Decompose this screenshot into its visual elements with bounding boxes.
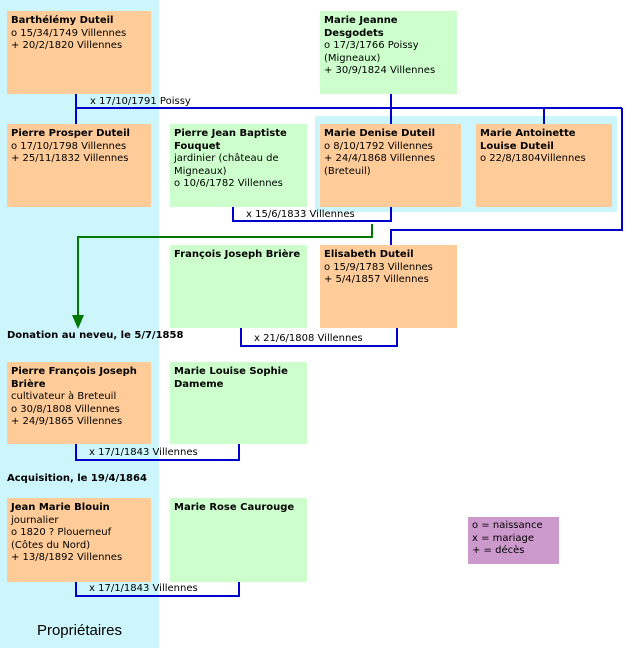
person-pierre-jean-baptiste-fouquet[interactable]: Pierre Jean Baptiste Fouquet jardinier (… <box>170 124 307 207</box>
legend-item: x = mariage <box>472 532 535 544</box>
legend: o = naissance x = mariage + = décès <box>468 517 559 564</box>
person-name: Pierre Jean Baptiste Fouquet <box>174 128 287 152</box>
person-detail: o 10/6/1782 Villennes <box>174 178 283 189</box>
person-name: Marie Louise Sophie Dameme <box>174 366 288 390</box>
person-pierre-prosper-duteil[interactable]: Pierre Prosper Duteil o 17/10/1798 Ville… <box>7 124 151 207</box>
person-francois-joseph-briere[interactable]: François Joseph Brière <box>170 245 307 328</box>
donation-arrow-head <box>72 315 84 329</box>
person-detail: o 15/9/1783 Villennes <box>324 261 433 273</box>
donation-arrow-line <box>77 224 373 318</box>
person-marie-denise-duteil[interactable]: Marie Denise Duteil o 8/10/1792 Villenne… <box>320 124 461 207</box>
person-name: Marie Rose Caurouge <box>174 502 295 513</box>
marriage-label-5: x 17/1/1843 Villennes <box>89 583 198 594</box>
person-detail: + 5/4/1857 Villennes <box>324 274 429 285</box>
person-marie-rose-caurouge[interactable]: Marie Rose Caurouge <box>170 498 307 582</box>
person-detail: o 17/10/1798 Villennes <box>11 140 127 152</box>
person-detail: (Migneaux) <box>324 52 381 64</box>
person-marie-antoinette-louise-duteil[interactable]: Marie Antoinette Louise Duteil o 22/8/18… <box>476 124 612 207</box>
person-name: Pierre François Joseph Brière <box>11 366 137 390</box>
legend-item: o = naissance <box>472 520 543 531</box>
section-donation: Donation au neveu, le 5/7/1858 <box>7 330 184 341</box>
section-acquisition: Acquisition, le 19/4/1864 <box>7 473 147 484</box>
person-name: Elisabeth Duteil <box>324 249 414 260</box>
person-name: Pierre Prosper Duteil <box>11 128 130 139</box>
person-detail: + 24/9/1865 Villennes <box>11 416 123 427</box>
legend-item: + = décès <box>472 545 525 556</box>
person-name: Jean Marie Blouin <box>11 502 110 513</box>
person-detail: journalier <box>11 514 59 526</box>
person-detail: cultivateur à Breteuil <box>11 391 117 402</box>
marriage-line-3 <box>240 328 398 347</box>
person-name: François Joseph Brière <box>174 249 301 260</box>
person-detail: Migneaux) <box>174 165 227 177</box>
person-detail: + 13/8/1892 Villennes <box>11 552 123 563</box>
person-pierre-francois-joseph-briere[interactable]: Pierre François Joseph Brière cultivateu… <box>7 362 151 444</box>
person-name: Marie Denise Duteil <box>324 128 436 139</box>
person-detail: o 30/8/1808 Villennes <box>11 403 120 415</box>
marriage-label-3: x 21/6/1808 Villennes <box>254 333 363 344</box>
person-detail: + 24/4/1868 Villennes <box>324 153 436 164</box>
marriage-line-5 <box>75 582 240 597</box>
person-elisabeth-duteil[interactable]: Elisabeth Duteil o 15/9/1783 Villennes +… <box>320 245 457 328</box>
person-name: Barthélémy Duteil <box>11 15 114 26</box>
marriage-line-4 <box>75 444 240 461</box>
person-detail: jardinier (château de <box>174 153 279 164</box>
person-detail: + 25/11/1832 Villennes <box>11 153 129 164</box>
person-detail: o 15/34/1749 Villennes <box>11 27 127 39</box>
person-marie-jeanne-desgodets[interactable]: Marie Jeanne Desgodets o 17/3/1766 Poiss… <box>320 11 457 94</box>
person-marie-louise-sophie-dameme[interactable]: Marie Louise Sophie Dameme <box>170 362 307 444</box>
child-drop-elisabeth <box>390 108 623 245</box>
marriage-label-2: x 15/6/1833 Villennes <box>246 209 355 220</box>
person-name: Marie Jeanne Desgodets <box>324 15 398 39</box>
marriage-line-2 <box>232 207 392 222</box>
person-detail: (Breteuil) <box>324 165 371 177</box>
column-title: Propriétaires <box>36 622 123 639</box>
person-detail: o 1820 ? Plouerneuf <box>11 527 112 538</box>
marriage-label-1: x 17/10/1791 Poissy <box>90 96 191 107</box>
person-detail: o 17/3/1766 Poissy <box>324 40 419 51</box>
person-jean-marie-blouin[interactable]: Jean Marie Blouin journalier o 1820 ? Pl… <box>7 498 151 582</box>
person-detail: o 22/8/1804Villennes <box>480 153 586 164</box>
marriage-label-4: x 17/1/1843 Villennes <box>89 447 198 458</box>
person-name: Marie Antoinette Louise Duteil <box>480 128 576 152</box>
person-detail: + 20/2/1820 Villennes <box>11 40 123 51</box>
person-detail: (Côtes du Nord) <box>11 539 91 551</box>
person-detail: + 30/9/1824 Villennes <box>324 65 436 76</box>
person-barthelemy-duteil[interactable]: Barthélémy Duteil o 15/34/1749 Villennes… <box>7 11 151 94</box>
person-detail: o 8/10/1792 Villennes <box>324 140 433 152</box>
